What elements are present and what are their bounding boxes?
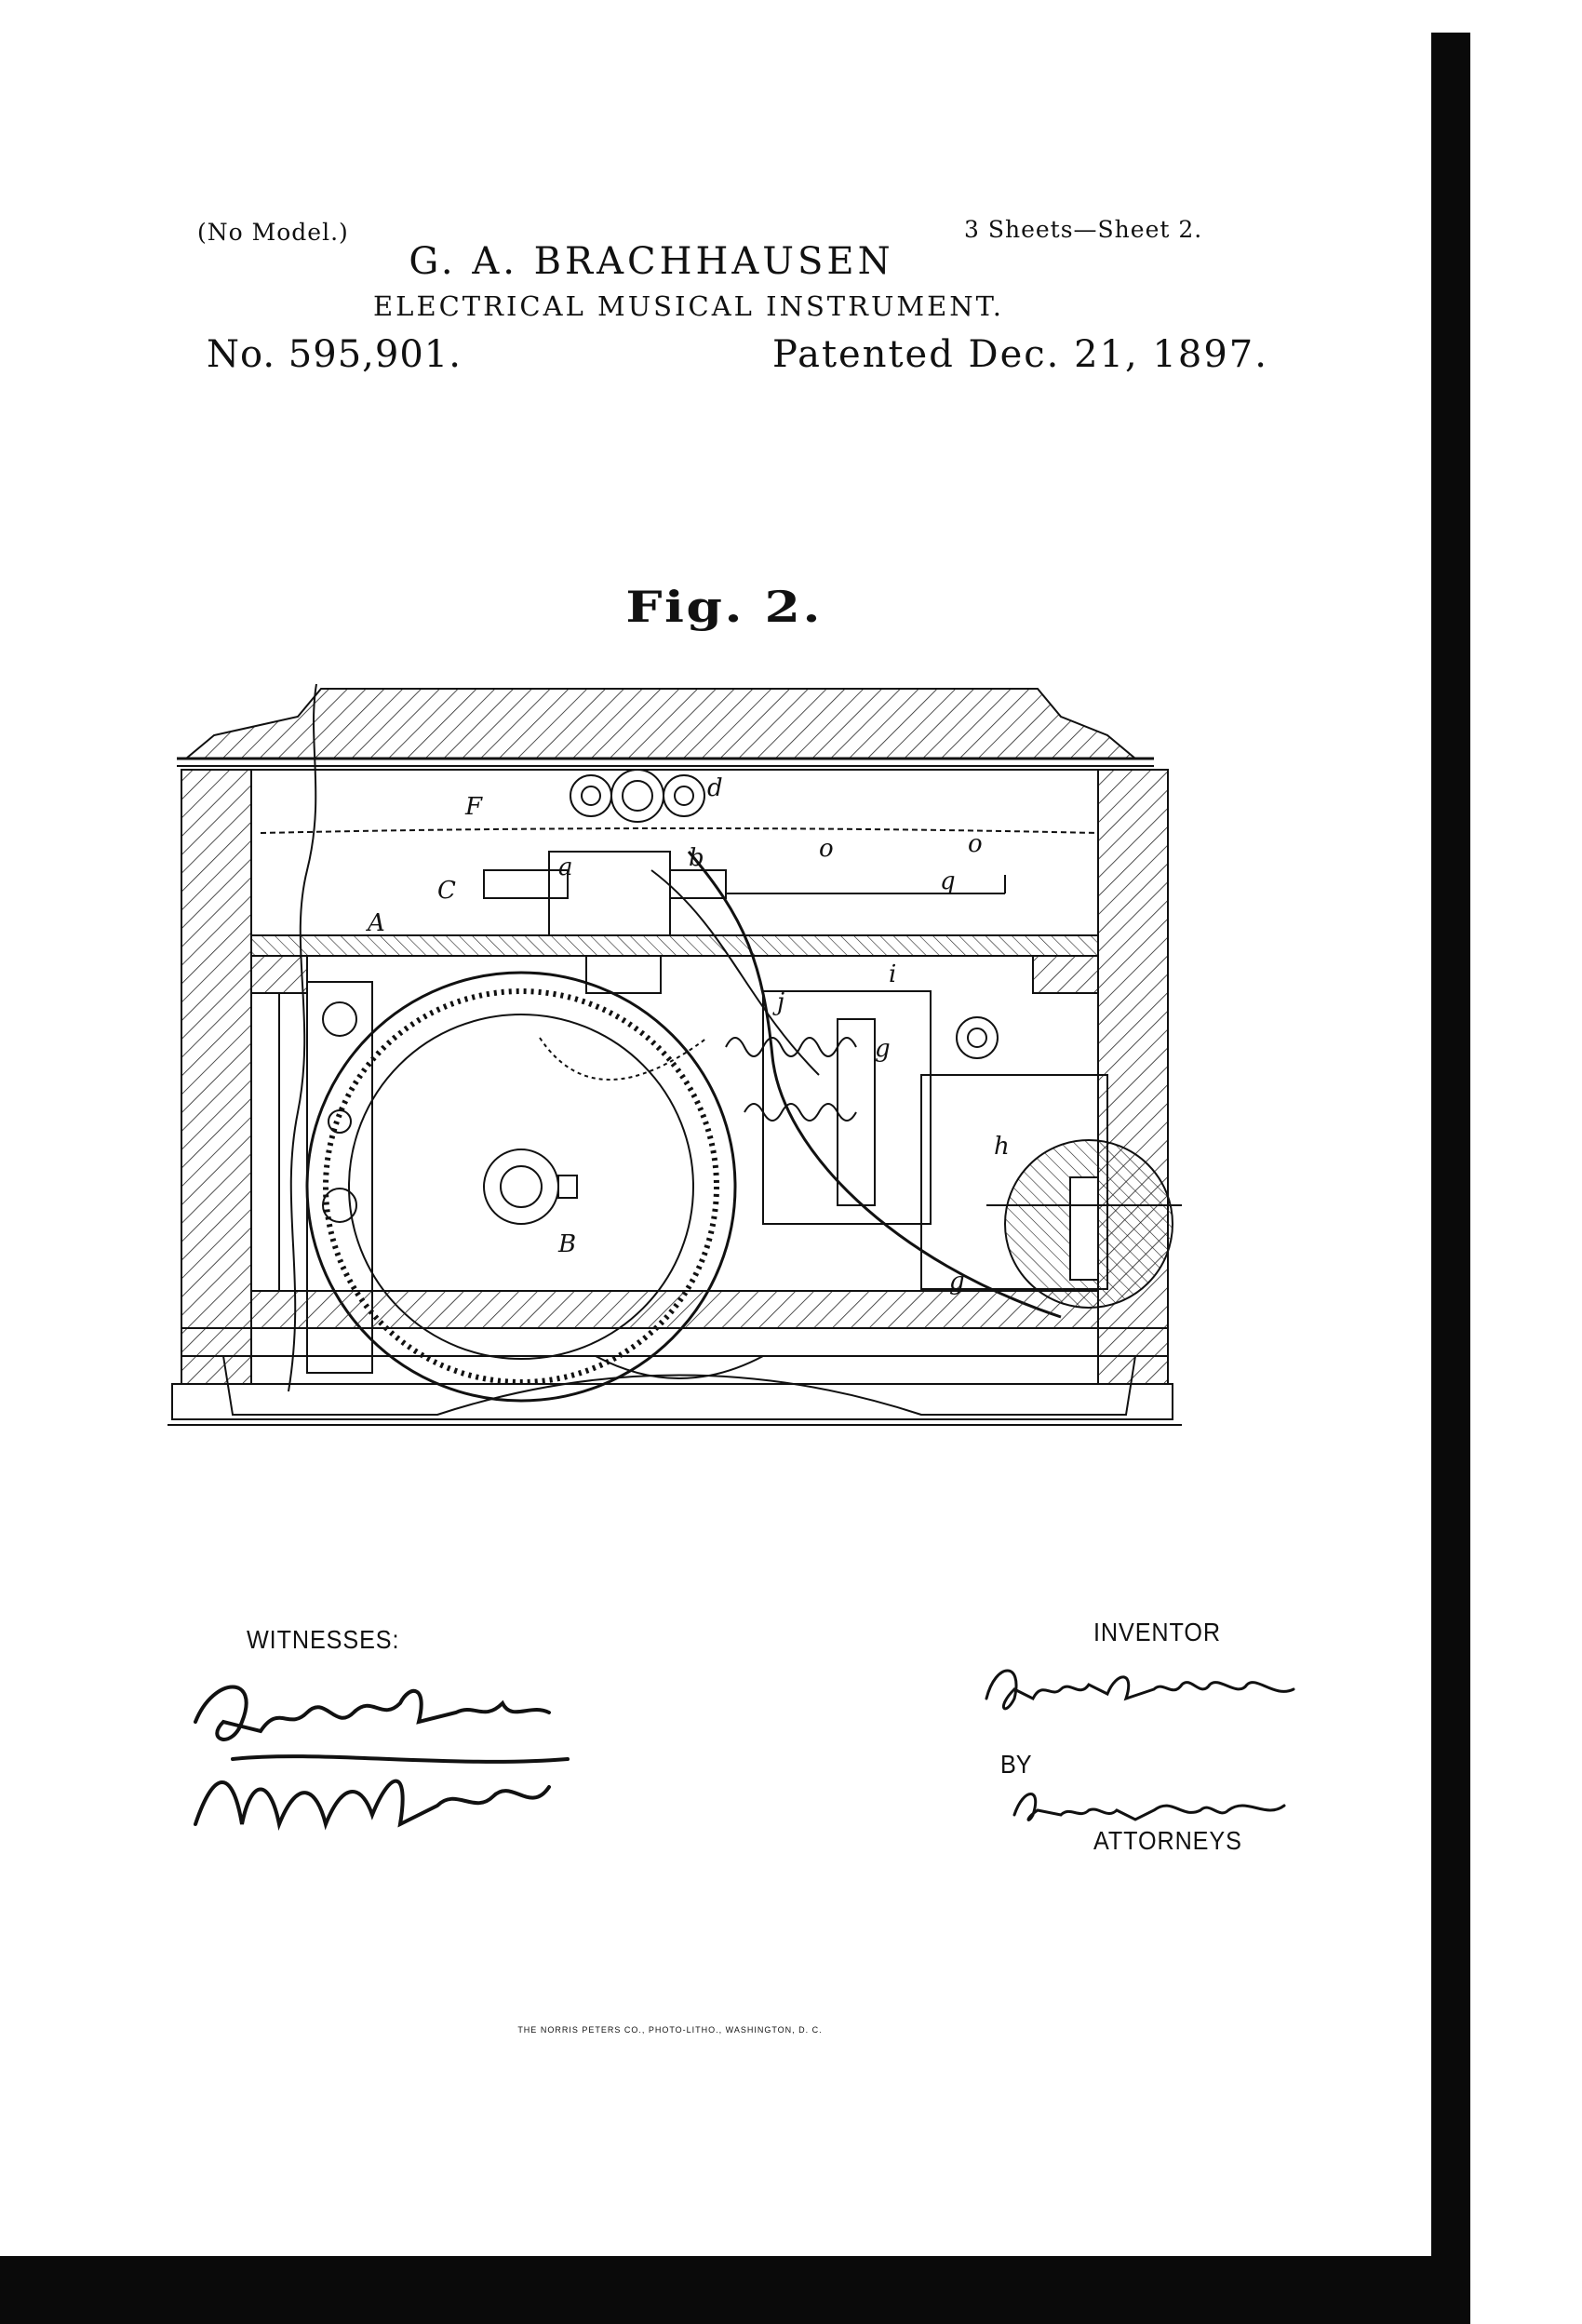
witnesses-label: WITNESSES:: [247, 1625, 400, 1654]
ref-g-upper: g: [875, 1035, 891, 1063]
upper-shelf: [250, 934, 1099, 957]
inventor-label: INVENTOR: [1093, 1618, 1221, 1646]
ref-j: j: [772, 988, 784, 1016]
figure-reference-letters: F d a b C o o q A j i g h B g: [366, 774, 1010, 1296]
ref-a: a: [558, 853, 573, 881]
inventor-name-heading: G. A. BRACHHAUSEN: [409, 240, 894, 283]
ref-o-1: o: [819, 835, 834, 863]
roller-left: [570, 774, 612, 817]
attorney-signature: [1012, 1793, 1286, 1821]
patent-drawing-fig2: F d a b C o o q A j i g h B g: [168, 684, 1182, 1426]
printer-credit: THE NORRIS PETERS CO., PHOTO-LITHO., WAS…: [517, 2025, 823, 2035]
scan-border-right: [1431, 33, 1470, 2324]
roller-right: [663, 774, 705, 817]
roller-center: [610, 769, 664, 823]
witness-signatures: [194, 1685, 570, 1831]
sheet-count: 3 Sheets—Sheet 2.: [964, 216, 1203, 243]
patent-number: No. 595,901.: [207, 333, 462, 376]
no-model-note: (No Model.): [197, 219, 349, 246]
ref-F: F: [464, 793, 483, 821]
scan-border-bottom: [0, 2256, 1470, 2324]
inventor-signature: [985, 1669, 1295, 1711]
ref-g-lower: g: [949, 1268, 965, 1296]
patent-title: ELECTRICAL MUSICAL INSTRUMENT.: [373, 290, 1004, 322]
ref-q: q: [940, 867, 956, 895]
cabinet-floor: [250, 1290, 1099, 1329]
patented-date: Patented Dec. 21, 1897.: [772, 333, 1268, 376]
cabinet-left-wall: [181, 769, 252, 1385]
cabinet-base: [171, 1383, 1173, 1420]
ref-o-2: o: [968, 830, 983, 858]
figure-label: Fig. 2.: [625, 582, 823, 632]
attorneys-label: ATTORNEYS: [1093, 1826, 1242, 1855]
coil-spring: [725, 1037, 857, 1057]
motor-frame: [762, 990, 932, 1225]
music-sheet-tape: [260, 827, 1099, 834]
ref-b: b: [689, 844, 704, 872]
ref-d: d: [707, 774, 723, 802]
ref-A: A: [366, 909, 385, 937]
mechanism-housing: [548, 851, 671, 936]
cabinet-lid: [183, 688, 1138, 759]
ref-i: i: [889, 960, 896, 988]
ref-B: B: [557, 1230, 576, 1258]
by-label: BY: [1000, 1750, 1032, 1779]
ref-h: h: [994, 1133, 1010, 1161]
ref-C: C: [437, 877, 456, 905]
